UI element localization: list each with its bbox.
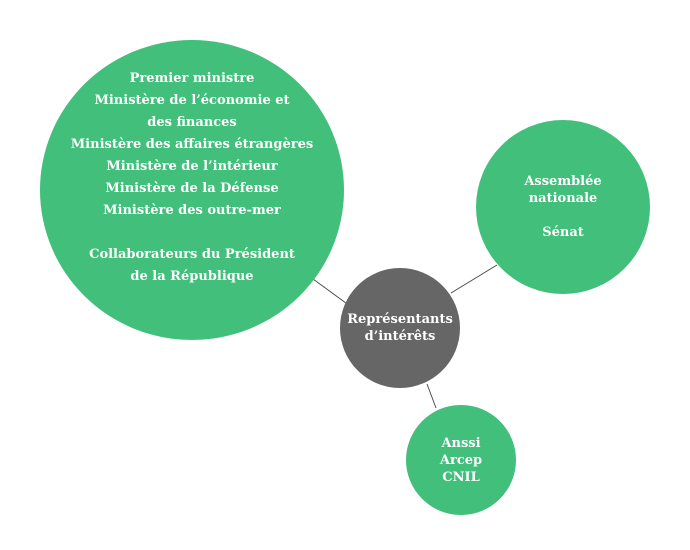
connector-authorities bbox=[426, 383, 437, 409]
assembly-line: nationale bbox=[528, 191, 598, 206]
parliament-circle: Assemblée nationale Sénat bbox=[476, 120, 650, 294]
government-line: Ministère de la Défense bbox=[105, 181, 279, 196]
authority-line: Anssi bbox=[441, 435, 481, 451]
authority-line: Arcep bbox=[439, 452, 483, 468]
center-line: Représentants bbox=[347, 312, 453, 327]
government-line: Ministère de l’économie et bbox=[94, 93, 290, 108]
connector-government bbox=[312, 278, 351, 307]
president-line: de la République bbox=[130, 269, 254, 284]
connector-parliament bbox=[450, 264, 498, 294]
government-circle: Premier ministre Ministère de l’économie… bbox=[40, 40, 344, 340]
assembly-line: Assemblée bbox=[524, 174, 602, 189]
authorities-circle: Anssi Arcep CNIL bbox=[406, 405, 516, 515]
authority-line: CNIL bbox=[442, 469, 480, 485]
government-line: Ministère des affaires étrangères bbox=[70, 137, 314, 152]
center-line: d’intérêts bbox=[364, 329, 436, 344]
president-line: Collaborateurs du Président bbox=[89, 247, 295, 262]
government-line: Ministère de l’intérieur bbox=[106, 159, 278, 174]
senate-line: Sénat bbox=[542, 225, 584, 240]
government-line: Ministère des outre-mer bbox=[103, 203, 281, 218]
government-line: des finances bbox=[147, 115, 237, 130]
interest-representatives-circle: Représentants d’intérêts bbox=[340, 268, 460, 388]
government-line: Premier ministre bbox=[129, 71, 255, 86]
